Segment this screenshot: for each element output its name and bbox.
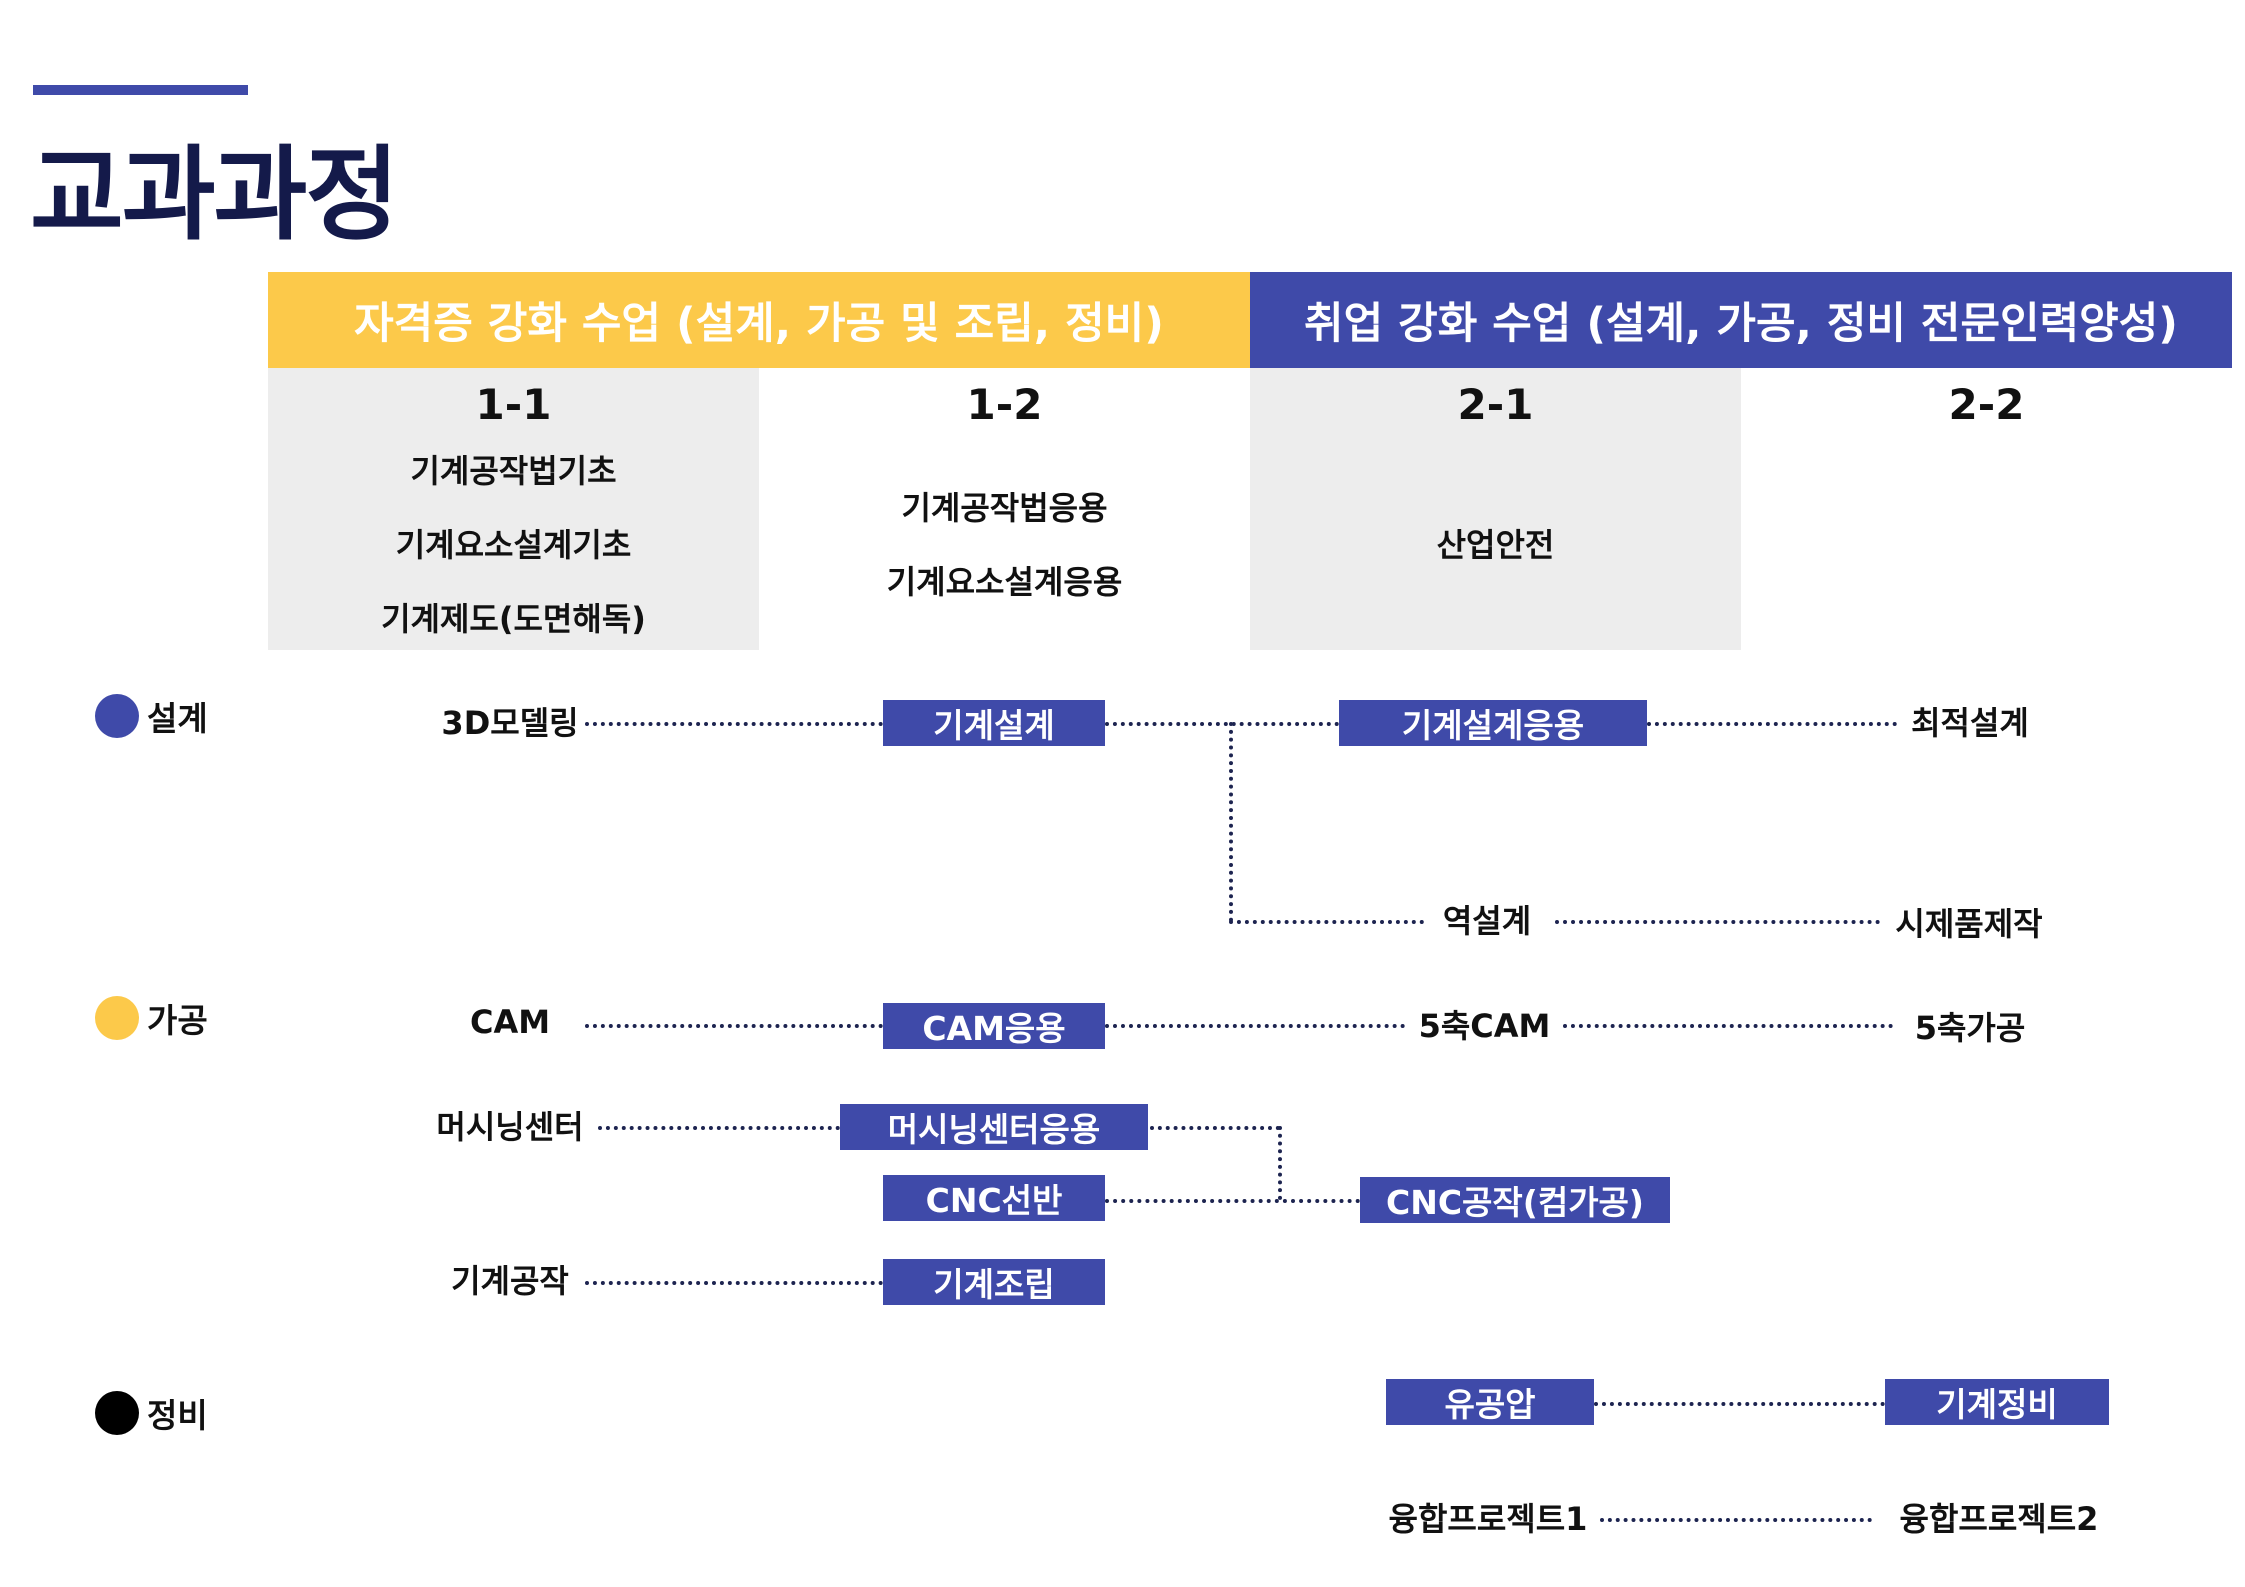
connector-line <box>1594 1402 1885 1406</box>
connector-line <box>1229 920 1424 924</box>
connector-line <box>1105 1199 1360 1203</box>
course-hydraulics: 유공압 <box>1386 1379 1594 1425</box>
connector-line <box>1600 1518 1872 1522</box>
term-column-1-2: 1-2 기계공작법응용 기계요소설계응용 <box>759 368 1250 650</box>
connector-line <box>585 1281 883 1285</box>
connector-line <box>585 722 883 726</box>
term-course: 기계요소설계기초 <box>395 526 632 564</box>
course-mechanical-maintenance: 기계정비 <box>1885 1379 2109 1425</box>
connector-line <box>1555 920 1880 924</box>
course-mechanical-design-applied: 기계설계응용 <box>1339 700 1647 746</box>
term-label: 2-1 <box>1457 380 1534 429</box>
category-design: 설계 <box>95 693 208 739</box>
page-title: 교과과정 <box>30 136 399 255</box>
course-optimal-design: 최적설계 <box>1911 704 2029 742</box>
connector-line <box>1105 722 1339 726</box>
course-cnc-work: CNC공작(컴가공) <box>1360 1177 1670 1223</box>
machining-dot-icon <box>95 996 139 1040</box>
connector-line <box>1278 1126 1282 1200</box>
category-maintenance: 정비 <box>95 1390 208 1436</box>
maintenance-dot-icon <box>95 1391 139 1435</box>
term-label: 2-2 <box>1948 380 2025 429</box>
term-column-2-1: 2-1 산업안전 <box>1250 368 1741 650</box>
course-mechanical-design: 기계설계 <box>883 700 1105 746</box>
course-machining-center-applied: 머시닝센터응용 <box>840 1104 1148 1150</box>
term-label: 1-2 <box>966 380 1043 429</box>
course-cam: CAM <box>469 1003 551 1041</box>
category-machining: 가공 <box>95 995 208 1041</box>
connector-line <box>585 1024 883 1028</box>
term-course: 기계요소설계응용 <box>886 563 1123 601</box>
course-convergence-project-1: 융합프로젝트1 <box>1388 1500 1588 1538</box>
course-mechanical-work: 기계공작 <box>451 1262 569 1300</box>
term-course: 기계공작법기초 <box>410 452 617 490</box>
certification-banner: 자격증 강화 수업 (설계, 가공 및 조립, 정비) <box>268 272 1250 368</box>
category-label: 설계 <box>147 699 208 738</box>
course-cam-applied: CAM응용 <box>883 1003 1105 1049</box>
term-course: 기계제도(도면해독) <box>381 600 646 638</box>
course-5axis-cam: 5축CAM <box>1418 1007 1551 1045</box>
term-course: 기계공작법응용 <box>901 489 1108 527</box>
course-cnc-lathe: CNC선반 <box>883 1175 1105 1221</box>
design-dot-icon <box>95 694 139 738</box>
category-label: 가공 <box>147 1001 208 1040</box>
term-label: 1-1 <box>475 380 552 429</box>
connector-line <box>598 1126 840 1130</box>
term-column-1-1: 1-1 기계공작법기초 기계요소설계기초 기계제도(도면해독) <box>268 368 759 650</box>
title-accent-line <box>33 85 248 95</box>
connector-line <box>1229 722 1233 922</box>
connector-line <box>1105 1024 1405 1028</box>
term-course: 산업안전 <box>1436 526 1555 564</box>
employment-banner: 취업 강화 수업 (설계, 가공, 정비 전문인력양성) <box>1250 272 2232 368</box>
connector-line <box>1150 1126 1280 1130</box>
course-convergence-project-2: 융합프로젝트2 <box>1899 1500 2099 1538</box>
course-prototype: 시제품제작 <box>1895 905 2043 943</box>
term-column-2-2: 2-2 <box>1741 368 2232 650</box>
course-mechanical-assembly: 기계조립 <box>883 1259 1105 1305</box>
course-reverse-design: 역설계 <box>1442 902 1532 940</box>
course-3d-modeling: 3D모델링 <box>441 704 579 742</box>
course-5axis-machining: 5축가공 <box>1914 1009 2026 1047</box>
course-machining-center: 머시닝센터 <box>436 1108 584 1146</box>
connector-line <box>1563 1024 1893 1028</box>
category-label: 정비 <box>147 1396 208 1435</box>
connector-line <box>1647 722 1897 726</box>
